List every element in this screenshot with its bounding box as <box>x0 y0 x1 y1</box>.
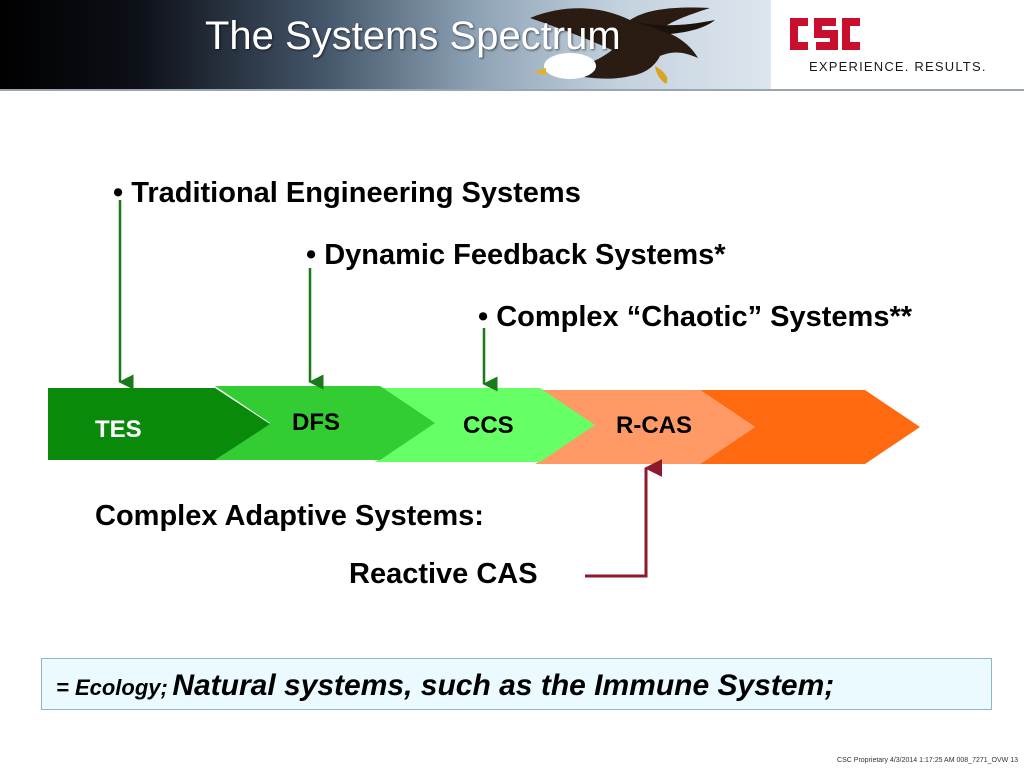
stage-label-ccs: CCS <box>463 412 514 439</box>
header-banner: The Systems Spectrum EXPERIENCE. RESULTS… <box>0 0 1024 91</box>
chevron-extension <box>700 390 920 464</box>
bullet-text: Traditional Engineering Systems <box>131 177 581 209</box>
chevron-ccs <box>375 388 595 462</box>
bullet-text: Dynamic Feedback Systems* <box>324 239 726 271</box>
stage-label-dfs: DFS <box>292 409 340 436</box>
stage-label-rcas: R-CAS <box>616 412 692 439</box>
bullet-marker: • <box>478 301 489 333</box>
ecology-note-box: = Ecology; Natural systems, such as the … <box>41 658 992 710</box>
eagle-icon <box>530 7 715 84</box>
bullet-marker: • <box>113 177 124 209</box>
cas-heading: Complex Adaptive Systems: <box>95 500 484 532</box>
bullet-tes: • Traditional Engineering Systems <box>113 177 581 210</box>
ecology-note: = Ecology; Natural systems, such as the … <box>56 669 834 703</box>
bullet-dfs: • Dynamic Feedback Systems* <box>306 239 726 272</box>
page-title: The Systems Spectrum <box>205 14 621 58</box>
chevron-dfs <box>215 386 435 460</box>
chevron-tes <box>48 388 270 460</box>
header-divider <box>0 89 1024 91</box>
bullet-text: Complex “Chaotic” Systems** <box>496 301 913 333</box>
ecology-note-prefix: = Ecology; <box>56 675 168 700</box>
stage-label-tes: TES <box>95 416 142 443</box>
logo-panel <box>771 0 1024 90</box>
reactive-cas-label: Reactive CAS <box>349 558 538 590</box>
chevron-rcas <box>535 390 755 464</box>
csc-logo-icon <box>790 18 860 50</box>
pointer-arrow-rcas <box>585 459 663 578</box>
bullet-marker: • <box>306 239 317 271</box>
bullet-ccs: • Complex “Chaotic” Systems** <box>478 301 912 334</box>
tagline: EXPERIENCE. RESULTS. <box>809 59 987 74</box>
footer-proprietary: CSC Proprietary 4/3/2014 1:17:25 AM 008_… <box>837 757 1018 764</box>
ecology-note-text: Natural systems, such as the Immune Syst… <box>172 669 835 702</box>
